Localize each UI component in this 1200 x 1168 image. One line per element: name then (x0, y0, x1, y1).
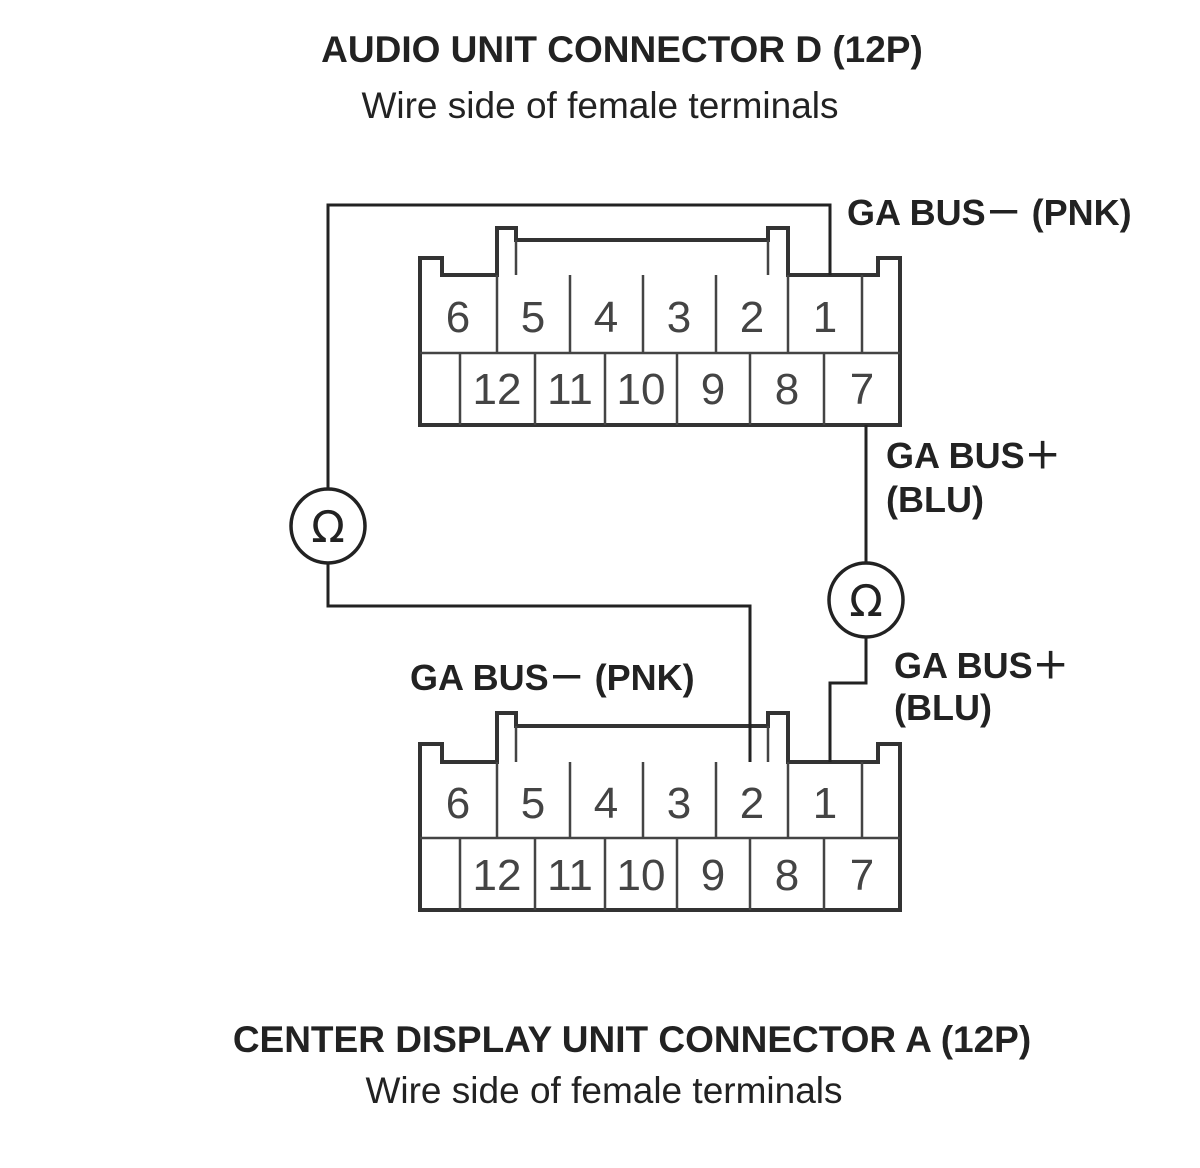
top-pin-1: 1 (813, 293, 837, 342)
bottom-pin-6: 6 (446, 779, 470, 828)
top-blu-label-line2: (BLU) (886, 479, 984, 520)
bottom-pin-8: 8 (775, 851, 799, 900)
top-pin-2: 2 (740, 293, 764, 342)
bottom-pin-10: 10 (617, 851, 666, 900)
pnk-wire-upper (326, 203, 832, 490)
bottom-pin-12: 12 (473, 851, 522, 900)
top-pin-8: 8 (775, 365, 799, 414)
bottom-connector-title: CENTER DISPLAY UNIT CONNECTOR A (12P) (233, 1019, 1031, 1060)
bottom-pin-3: 3 (667, 779, 691, 828)
top-pin-3: 3 (667, 293, 691, 342)
ohm-icon: Ω (311, 502, 345, 553)
bottom-pin-1: 1 (813, 779, 837, 828)
top-pnk-label: GA BUS－ (PNK) (847, 192, 1132, 233)
bottom-pin-2: 2 (740, 779, 764, 828)
bottom-blu-label-line2: (BLU) (894, 687, 992, 728)
bottom-pin-9: 9 (701, 851, 725, 900)
pnk-wire-lower (326, 562, 752, 762)
top-connector: 6 5 4 3 2 1 12 11 10 9 8 7 (418, 226, 902, 427)
top-pin-4: 4 (594, 293, 618, 342)
bottom-connector-subtitle: Wire side of female terminals (365, 1070, 842, 1111)
bottom-pnk-label: GA BUS－ (PNK) (410, 657, 695, 698)
top-blu-label-line1: GA BUS＋ (886, 435, 1061, 476)
top-pin-7: 7 (850, 365, 874, 414)
top-pin-10: 10 (617, 365, 666, 414)
blu-wire-lower (828, 636, 868, 762)
bottom-pin-5: 5 (521, 779, 545, 828)
top-pin-9: 9 (701, 365, 725, 414)
top-pin-11: 11 (547, 365, 593, 414)
bottom-pin-7: 7 (850, 851, 874, 900)
ohm-icon: Ω (849, 576, 883, 627)
right-ohmmeter: Ω (827, 561, 905, 639)
bottom-blu-label-line1: GA BUS＋ (894, 645, 1069, 686)
left-ohmmeter: Ω (289, 487, 367, 565)
top-connector-title: AUDIO UNIT CONNECTOR D (12P) (321, 29, 923, 70)
top-connector-subtitle: Wire side of female terminals (361, 85, 838, 126)
bottom-pin-4: 4 (594, 779, 618, 828)
top-pin-12: 12 (473, 365, 522, 414)
top-pin-5: 5 (521, 293, 545, 342)
bottom-connector: 6 5 4 3 2 1 12 11 10 9 8 7 (418, 711, 902, 912)
top-pin-6: 6 (446, 293, 470, 342)
bottom-pin-11: 11 (547, 851, 593, 900)
